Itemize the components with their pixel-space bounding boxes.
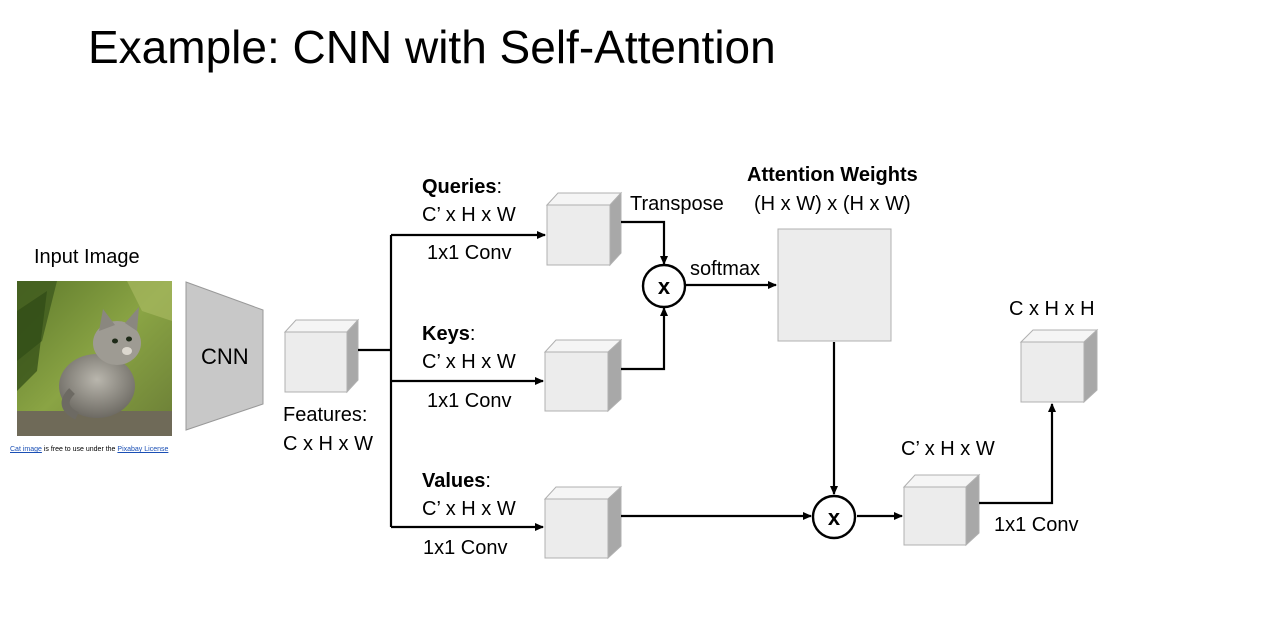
softmax-label: softmax [690, 258, 761, 280]
multiply-symbol-1: x [658, 274, 671, 299]
cnn-block [185, 281, 264, 431]
final-conv-arrow [979, 403, 1056, 505]
queries-title: Queries: [422, 175, 502, 199]
cat-image-link[interactable]: Cat image [10, 446, 42, 453]
values-name: Values [422, 470, 486, 492]
multiply-node-2 [811, 494, 857, 540]
slide-title: Example: CNN with Self-Attention [88, 21, 776, 73]
features-shape: C x H x W [283, 433, 373, 455]
attention-weights-shape: (H x W) x (H x W) [754, 193, 911, 215]
keys-colon: : [469, 323, 476, 345]
multiply-node-1 [641, 263, 687, 309]
keys-op: 1x1 Conv [427, 390, 512, 412]
attended-output-cube [902, 473, 981, 547]
attended-output-shape: C’ x H x W [901, 438, 995, 460]
final-output-cube [1019, 328, 1099, 404]
features-cube [283, 318, 360, 394]
multiply-symbol-2: x [828, 505, 841, 530]
queries-name: Queries [422, 176, 497, 198]
queries-colon: : [496, 176, 503, 198]
attention-weights-title: Attention Weights [747, 164, 918, 186]
features-label: Features: [283, 404, 368, 426]
image-credit: Cat image is free to use under the Pixab… [10, 446, 168, 453]
keys-cube [543, 338, 623, 413]
queries-op: 1x1 Conv [427, 242, 512, 264]
values-cube [543, 485, 623, 560]
transpose-label: Transpose [630, 193, 724, 215]
cnn-label: CNN [201, 344, 249, 369]
values-title: Values: [422, 469, 491, 493]
values-shape: C’ x H x W [422, 498, 516, 520]
queries-cube [545, 191, 623, 267]
values-colon: : [485, 470, 491, 492]
final-conv-label: 1x1 Conv [994, 514, 1079, 536]
final-output-shape: C x H x H [1009, 298, 1095, 320]
attention-weights-matrix [777, 228, 892, 342]
transpose-arrow [621, 220, 668, 265]
credit-text: is free to use under the [41, 446, 118, 453]
input-image-label: Input Image [34, 246, 140, 268]
values-op: 1x1 Conv [423, 537, 508, 559]
queries-shape: C’ x H x W [422, 204, 516, 226]
input-image [17, 281, 172, 436]
keys-shape: C’ x H x W [422, 351, 516, 373]
keys-title: Keys: [422, 322, 475, 346]
keys-name: Keys [422, 323, 470, 345]
pixabay-license-link[interactable]: Pixabay License [117, 446, 169, 453]
keys-to-multiply-arrow [621, 307, 668, 371]
